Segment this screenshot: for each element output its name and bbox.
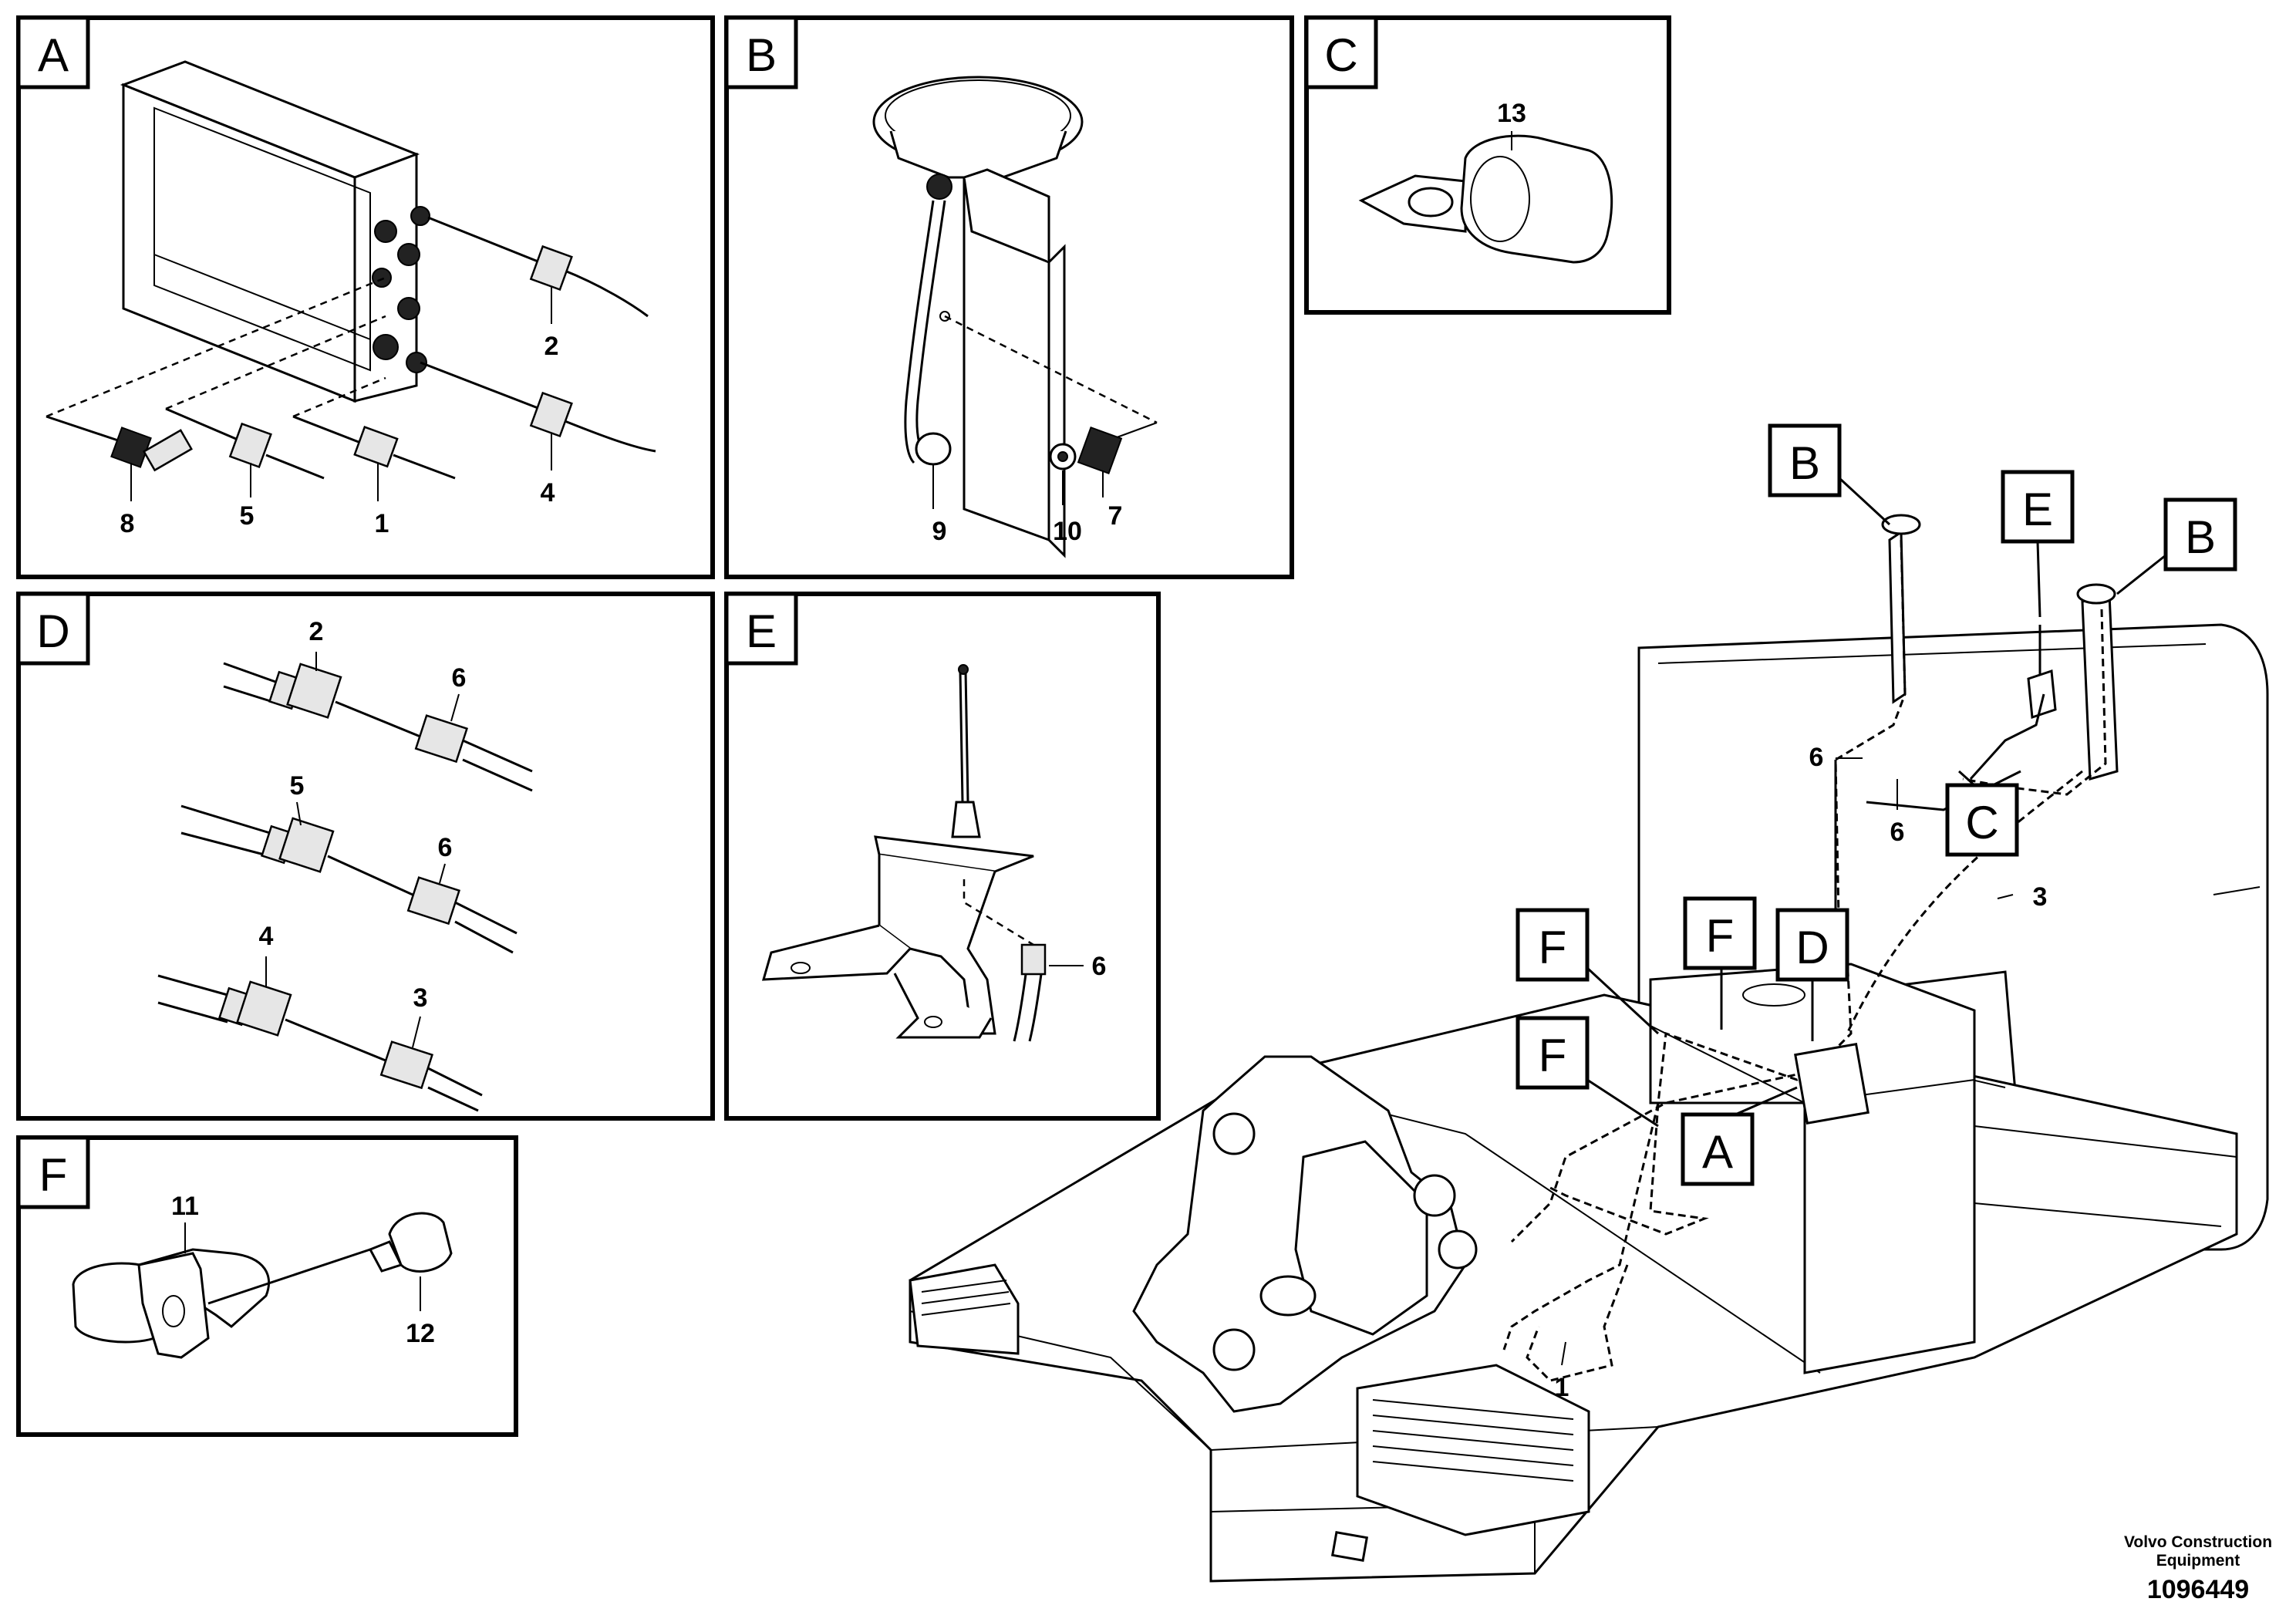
panel-e: E 6	[724, 592, 1161, 1121]
panel-d: D 2 6 5 6 4	[16, 592, 715, 1121]
connector-pairs-drawing	[157, 662, 533, 1112]
cable-clip-drawing	[72, 1212, 453, 1359]
tag-f-2: F	[1706, 910, 1735, 962]
antenna-mast-drawing	[872, 76, 1158, 558]
main-callout-6a: 6	[1809, 743, 1824, 772]
callout-1: 1	[375, 509, 389, 538]
callout-8: 8	[120, 509, 135, 538]
footer: Volvo Construction Equipment 1096449	[2124, 1533, 2272, 1604]
callout-10: 10	[1053, 517, 1082, 546]
callout-6-e: 6	[1092, 952, 1107, 981]
callout-5: 5	[240, 501, 255, 531]
callout-7: 7	[1108, 501, 1123, 531]
panel-e-label: E	[746, 605, 777, 657]
callout-5-d: 5	[290, 771, 305, 801]
main-callout-3: 3	[2033, 882, 2048, 912]
tag-a: A	[1702, 1126, 1733, 1178]
callout-6-d1: 6	[452, 663, 467, 693]
panel-c-label: C	[1324, 29, 1357, 81]
callout-3-d: 3	[413, 983, 428, 1013]
brand-line-2: Equipment	[2156, 1552, 2240, 1570]
tag-f-1: F	[1539, 922, 1567, 973]
callout-6-d2: 6	[438, 833, 453, 862]
document-number: 1096449	[2147, 1575, 2249, 1604]
gnss-receiver-drawing	[120, 60, 430, 403]
tag-d: D	[1795, 922, 1829, 973]
callout-4: 4	[541, 478, 555, 508]
callout-12: 12	[406, 1319, 435, 1348]
callout-13: 13	[1497, 99, 1526, 128]
panel-f-label: F	[39, 1149, 68, 1201]
callout-2-d: 2	[309, 617, 324, 646]
callout-9: 9	[932, 517, 947, 546]
tag-c: C	[1965, 797, 1998, 848]
main-callout-1: 1	[1555, 1373, 1569, 1402]
main-callout-6b: 6	[1890, 818, 1905, 847]
p-clamp-drawing	[1358, 134, 1613, 264]
brand-line-1: Volvo Construction	[2124, 1533, 2272, 1551]
panel-a-label: A	[38, 29, 69, 81]
panel-a: A	[16, 15, 715, 579]
callout-11: 11	[171, 1192, 199, 1221]
panel-c: C 13	[1304, 15, 1671, 315]
panel-d-label: D	[36, 605, 69, 657]
callout-4-d: 4	[259, 922, 274, 951]
radio-antenna-bracket-drawing	[761, 664, 1047, 1042]
tag-b-left: B	[1789, 437, 1820, 489]
tag-f-3: F	[1539, 1030, 1567, 1081]
excavator-frame-drawing	[909, 514, 2269, 1583]
panel-b-label: B	[746, 29, 777, 81]
main-assembly-callouts: B E B C F F D F A 6	[1515, 423, 2237, 1402]
panel-f: F 11 12	[16, 1135, 518, 1437]
tag-e: E	[2022, 484, 2053, 535]
panel-b: B 9 10 7	[724, 15, 1294, 579]
callout-2: 2	[544, 332, 559, 361]
tag-b-right: B	[2185, 511, 2216, 563]
